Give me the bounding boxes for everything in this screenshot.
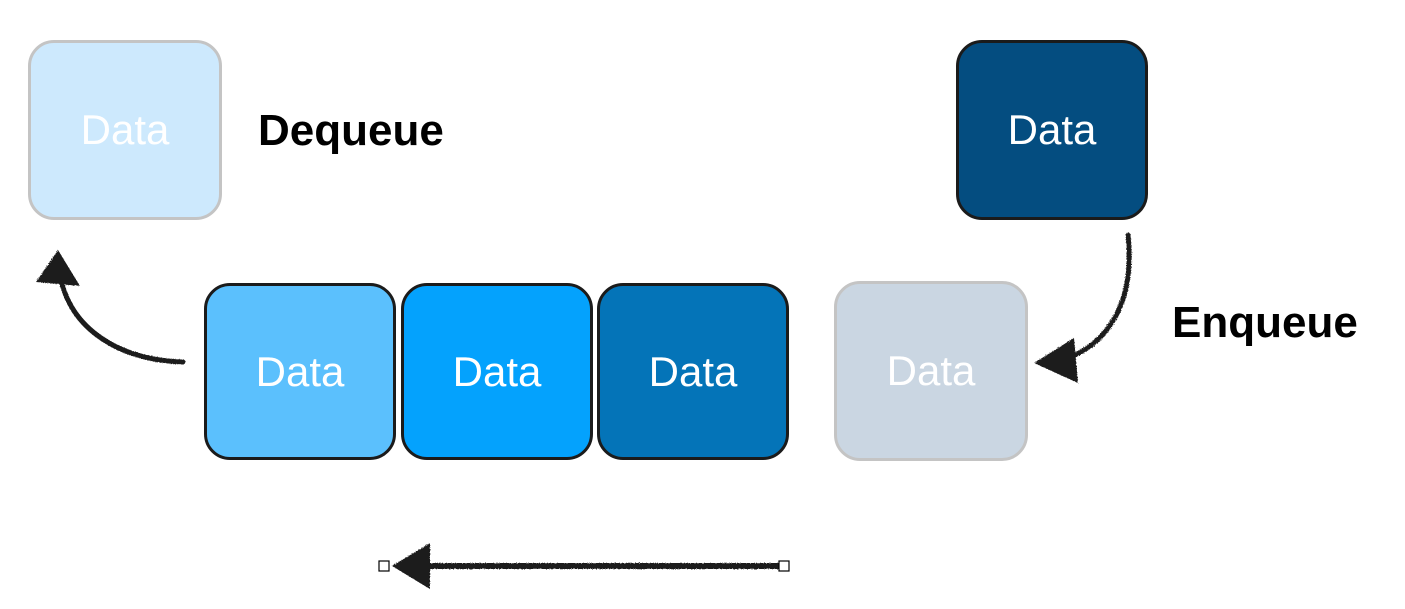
queue-item-3: Data bbox=[597, 283, 789, 460]
incoming-data-label: Data bbox=[1007, 106, 1097, 153]
queue-item-2: Data bbox=[401, 283, 593, 460]
selection-handle-start[interactable] bbox=[378, 560, 390, 572]
dequeued-data-box: Data bbox=[28, 40, 222, 220]
selection-handle-end[interactable] bbox=[778, 560, 790, 572]
queue-incoming-slot-label: Data bbox=[886, 347, 976, 394]
dequeued-data-label: Data bbox=[80, 106, 170, 153]
direction-arrow[interactable] bbox=[378, 543, 790, 589]
dequeue-label: Dequeue bbox=[258, 106, 444, 155]
queue-item-1: Data bbox=[204, 283, 396, 460]
dequeue-arrow bbox=[36, 250, 186, 365]
incoming-data-box: Data bbox=[956, 40, 1148, 220]
enqueue-arrow bbox=[1034, 232, 1132, 383]
queue-incoming-slot: Data bbox=[834, 281, 1028, 461]
queue-item-label: Data bbox=[648, 347, 738, 395]
queue-item-label: Data bbox=[452, 347, 542, 395]
queue-item-label: Data bbox=[255, 347, 345, 395]
enqueue-label: Enqueue bbox=[1172, 298, 1358, 347]
